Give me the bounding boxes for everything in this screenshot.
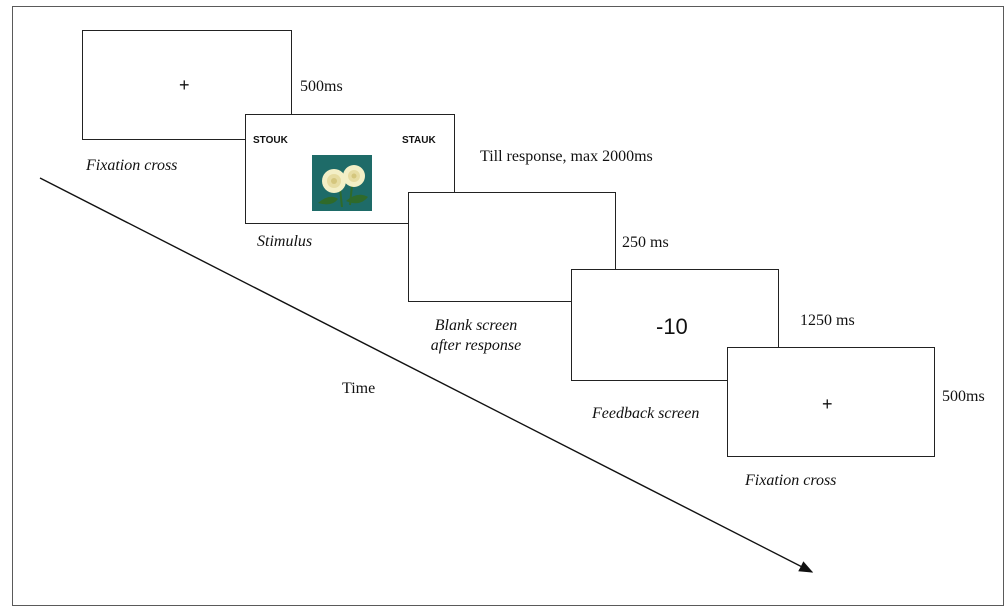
stimulus-word-left: STOUK: [253, 135, 288, 146]
fixation-cross-2: +: [822, 394, 833, 414]
caption-stimulus: Stimulus: [257, 233, 313, 250]
time-arrow: [39, 177, 814, 573]
feedback-value: -10: [656, 314, 688, 339]
caption-blank: Blank screen after response: [416, 316, 536, 356]
duration-fixation-2: 500ms: [942, 388, 985, 405]
time-axis: [39, 177, 814, 573]
caption-blank-line-1: Blank screen: [434, 317, 518, 334]
roses-image: [312, 155, 372, 211]
duration-feedback: 1250 ms: [800, 312, 855, 329]
duration-stimulus: Till response, max 2000ms: [480, 148, 653, 165]
caption-blank-line-2: after response: [430, 337, 522, 354]
caption-feedback: Feedback screen: [592, 405, 700, 422]
duration-blank: 250 ms: [622, 234, 669, 251]
fixation-screen-2: +: [727, 347, 935, 457]
stimulus-word-right: STAUK: [402, 135, 436, 146]
time-label: Time: [342, 380, 376, 397]
fixation-cross: +: [179, 75, 190, 95]
caption-fixation-1: Fixation cross: [86, 157, 178, 174]
duration-fixation-1: 500ms: [300, 78, 343, 95]
caption-fixation-2: Fixation cross: [745, 472, 837, 489]
